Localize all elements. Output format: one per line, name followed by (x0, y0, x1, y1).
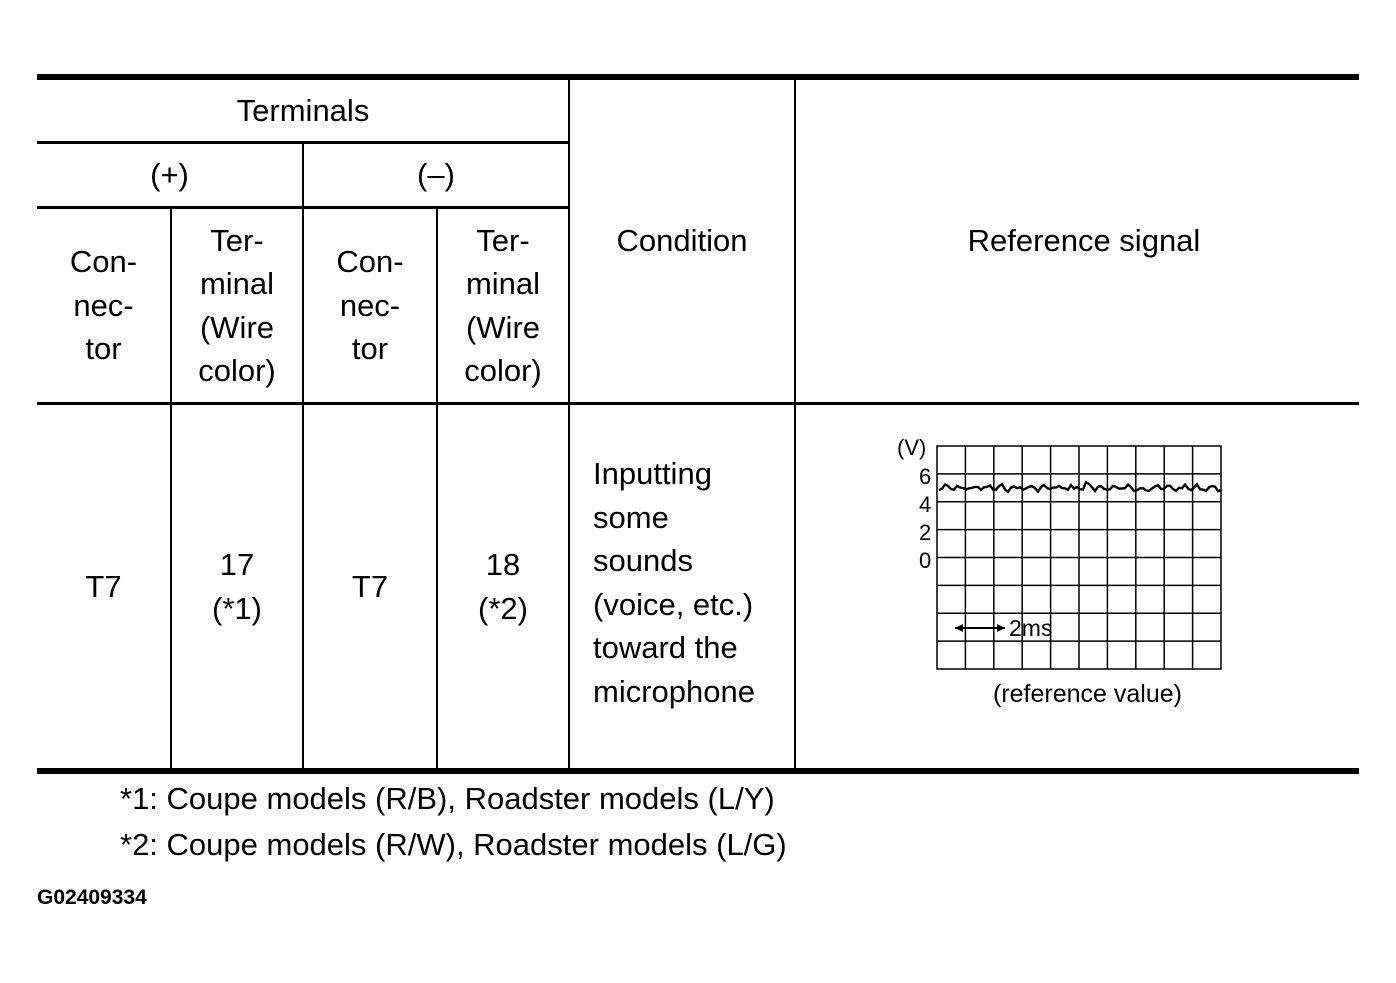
col-divider-2 (302, 142, 304, 770)
scope-signal-trace (938, 480, 1222, 494)
header-plus: (+) (150, 157, 189, 193)
figure-id: G02409334 (37, 886, 147, 909)
scope-tick-0: 0 (919, 548, 931, 573)
header-minus-connector: Con- nec- tor (336, 244, 404, 367)
row-plus-terminal: 17 (*1) (212, 547, 262, 626)
scope-caption: (reference value) (993, 680, 1182, 708)
row-plus-connector: T7 (85, 568, 122, 604)
scope-tick-2: 2 (919, 520, 931, 545)
scope-grid (936, 445, 1222, 670)
scope-tick-6: 6 (919, 464, 931, 489)
header-reference-signal: Reference signal (967, 223, 1201, 259)
footnote-2: *2: Coupe models (R/W), Roadster models … (120, 827, 787, 862)
footnote-1: *1: Coupe models (R/B), Roadster models … (120, 781, 775, 816)
header-minus-terminal: Ter- minal (Wire color) (464, 222, 542, 389)
col-divider-1 (170, 207, 172, 770)
col-divider-3 (436, 207, 438, 770)
header-bottom-rule (37, 402, 1359, 405)
row-minus-connector: T7 (351, 568, 389, 604)
header-terminals: Terminals (236, 92, 370, 128)
col-divider-5 (794, 77, 796, 770)
row-condition: Inputting some sounds (voice, etc.) towa… (593, 456, 755, 709)
scope-unit-label: (V) (897, 435, 926, 460)
time-scale-arrow (955, 624, 1005, 632)
reference-signal-scope: (V) 6 4 2 0 2ms (reference value) (897, 435, 1222, 708)
scope-tick-4: 4 (919, 492, 931, 517)
table-bottom-rule (37, 768, 1359, 774)
header-plus-terminal: Ter- minal (Wire color) (198, 222, 276, 389)
col-divider-4 (568, 77, 570, 770)
time-scale-label: 2ms (1009, 615, 1052, 641)
row-minus-terminal: 18 (*2) (478, 547, 528, 626)
header-condition: Condition (616, 223, 748, 259)
table-top-rule (37, 74, 1359, 80)
header-plus-connector: Con- nec- tor (69, 244, 138, 367)
header-minus: (–) (417, 157, 455, 193)
